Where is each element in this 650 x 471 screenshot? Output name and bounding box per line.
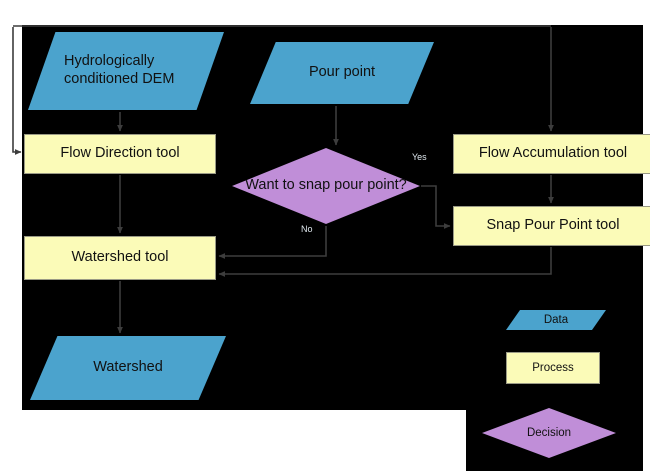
node-label: Flow Direction tool (60, 145, 180, 162)
node-watershed-tool[interactable]: Watershed tool (24, 236, 216, 280)
node-label: Want to snap pour point? (245, 177, 407, 194)
edge-decision-yes-to-snap (421, 185, 451, 229)
edge-decision-no-to-watershedtool (218, 226, 327, 259)
node-hydrologically-conditioned-dem[interactable]: Hydrologically conditioned DEM (28, 32, 224, 110)
node-snap-pour-point-tool[interactable]: Snap Pour Point tool (453, 206, 650, 246)
edge-snap-to-watershedtool (218, 247, 552, 277)
connector-group (12, 27, 554, 334)
node-label: Watershed (93, 359, 163, 376)
node-label: Pour point (308, 64, 376, 81)
node-label: Hydrologically conditioned DEM (64, 53, 175, 87)
edge-label-yes: Yes (412, 152, 427, 162)
node-flow-direction-tool[interactable]: Flow Direction tool (24, 134, 216, 174)
node-flow-accumulation-tool[interactable]: Flow Accumulation tool (453, 134, 650, 174)
node-label: Snap Pour Point tool (486, 217, 620, 234)
node-watershed[interactable]: Watershed (30, 336, 226, 400)
edge-label-no: No (301, 224, 313, 234)
node-label: Watershed tool (71, 249, 169, 266)
edge-dem-bus-to-flowdirection (12, 27, 22, 155)
node-pour-point[interactable]: Pour point (250, 42, 434, 104)
legend-item-data: Data (506, 310, 606, 330)
legend-label: Decision (526, 426, 572, 439)
legend-label: Process (532, 361, 574, 374)
legend-item-process: Process (506, 352, 600, 384)
node-label: Flow Accumulation tool (478, 145, 628, 162)
legend-label: Data (543, 313, 569, 326)
